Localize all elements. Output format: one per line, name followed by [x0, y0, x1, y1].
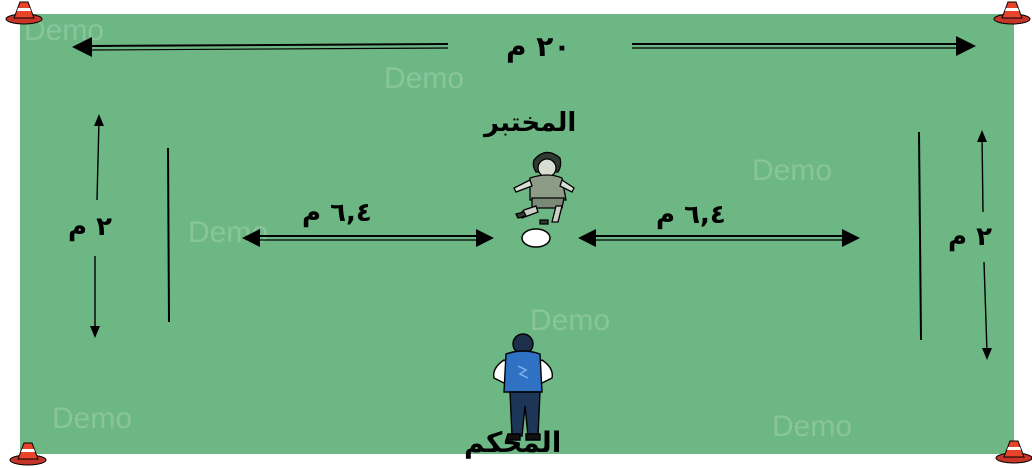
watermark: Demo	[530, 304, 611, 337]
cone-icon	[5, 1, 43, 25]
watermark: Demo	[384, 62, 465, 95]
ball	[521, 228, 551, 248]
watermark: Demo	[772, 410, 853, 443]
right-distance-label: ٦,٤ م	[656, 200, 726, 230]
right-boundary-line	[918, 131, 922, 341]
left-height-label: ٢ م	[68, 212, 112, 242]
tester-figure-icon	[513, 151, 575, 225]
cone-icon	[993, 1, 1031, 25]
left-height-arrow	[90, 114, 104, 338]
referee-label: المحكم	[464, 426, 562, 459]
left-boundary-line	[167, 147, 170, 323]
referee-figure-icon	[493, 333, 553, 441]
right-height-arrow	[977, 130, 992, 360]
tester-label: المختبر	[484, 108, 577, 138]
left-distance-arrow	[242, 229, 494, 247]
width-arrow-right	[632, 36, 976, 56]
left-distance-label: ٦,٤ م	[302, 198, 372, 228]
watermark: Demo	[752, 154, 833, 187]
cone-icon	[9, 442, 47, 466]
right-distance-arrow	[578, 229, 860, 247]
width-label: ٢٠ م	[506, 30, 571, 63]
right-height-label: ٢ م	[948, 222, 992, 252]
width-arrow-left	[72, 37, 449, 57]
watermark: Demo	[52, 402, 133, 435]
cone-icon	[995, 440, 1032, 464]
